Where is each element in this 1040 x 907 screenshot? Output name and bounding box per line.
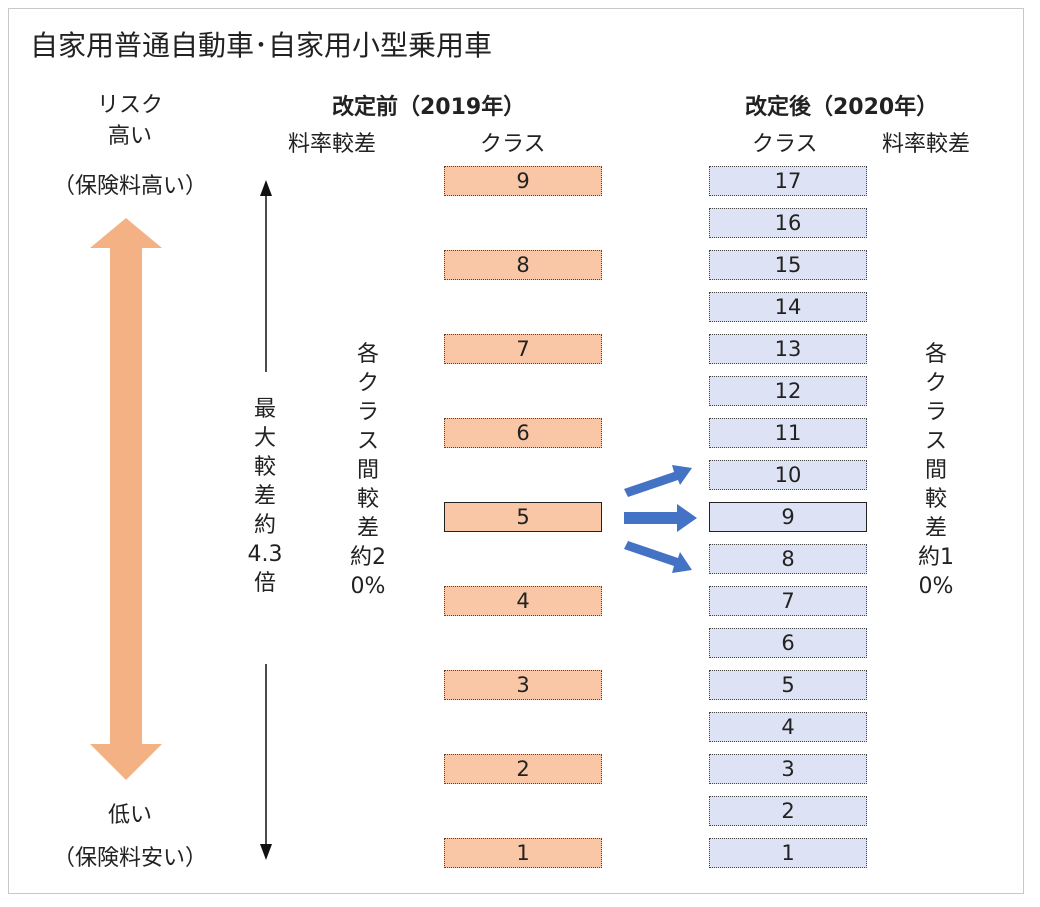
after-class-box-6: 6: [709, 628, 867, 658]
risk-double-arrow: [90, 218, 162, 780]
after-header: 改定後（2020年）: [745, 95, 939, 120]
after-gap-note: 各クラス間較差約10%: [918, 342, 954, 599]
after-class-box-15: 15: [709, 250, 867, 280]
after-class-box-14: 14: [709, 292, 867, 322]
before-class-box-1: 1: [444, 838, 602, 868]
before-class-box-4: 4: [444, 586, 602, 616]
max-gap-arrow-up-head: [260, 180, 272, 196]
after-rate-column-header: 料率較差: [882, 132, 971, 157]
mapping-arrow-middle: [624, 504, 697, 532]
after-class-box-17: 17: [709, 166, 867, 196]
before-class-box-9: 9: [444, 166, 602, 196]
after-class-box-12: 12: [709, 376, 867, 406]
mapping-arrow-down: [624, 541, 692, 573]
before-class-box-6: 6: [444, 418, 602, 448]
after-class-box-10: 10: [709, 460, 867, 490]
risk-high-label: リスク: [96, 93, 163, 118]
risk-high-sublabel: 高い: [107, 124, 152, 149]
max-gap-arrow-down-head: [260, 844, 272, 860]
after-class-box-9: 9: [709, 502, 867, 532]
after-class-box-7: 7: [709, 586, 867, 616]
after-class-column-header: クラス: [752, 132, 818, 157]
figure-title: 自家用普通自動車･自家用小型乗用車: [30, 29, 493, 62]
risk-low-label: 低い: [107, 803, 152, 828]
risk-high-note: （保険料高い）: [52, 174, 207, 199]
before-class-box-8: 8: [444, 250, 602, 280]
after-class-box-16: 16: [709, 208, 867, 238]
before-class-box-3: 3: [444, 670, 602, 700]
after-class-box-1: 1: [709, 838, 867, 868]
after-class-box-4: 4: [709, 712, 867, 742]
mapping-arrow-up: [624, 465, 692, 497]
before-header: 改定前（2019年）: [332, 95, 526, 120]
before-class-column-header: クラス: [480, 132, 546, 157]
before-class-box-5: 5: [444, 502, 602, 532]
risk-low-note: （保険料安い）: [52, 846, 207, 871]
before-rate-column-header: 料率較差: [288, 132, 377, 157]
before-class-box-2: 2: [444, 754, 602, 784]
after-class-box-11: 11: [709, 418, 867, 448]
after-class-box-5: 5: [709, 670, 867, 700]
before-class-box-7: 7: [444, 334, 602, 364]
after-class-box-13: 13: [709, 334, 867, 364]
after-class-box-2: 2: [709, 796, 867, 826]
before-gap-note: 各クラス間較差約20%: [350, 342, 386, 599]
after-class-box-3: 3: [709, 754, 867, 784]
after-class-box-8: 8: [709, 544, 867, 574]
figure-frame: [8, 8, 1024, 894]
max-gap-note: 最大較差約4.3倍: [247, 397, 283, 596]
